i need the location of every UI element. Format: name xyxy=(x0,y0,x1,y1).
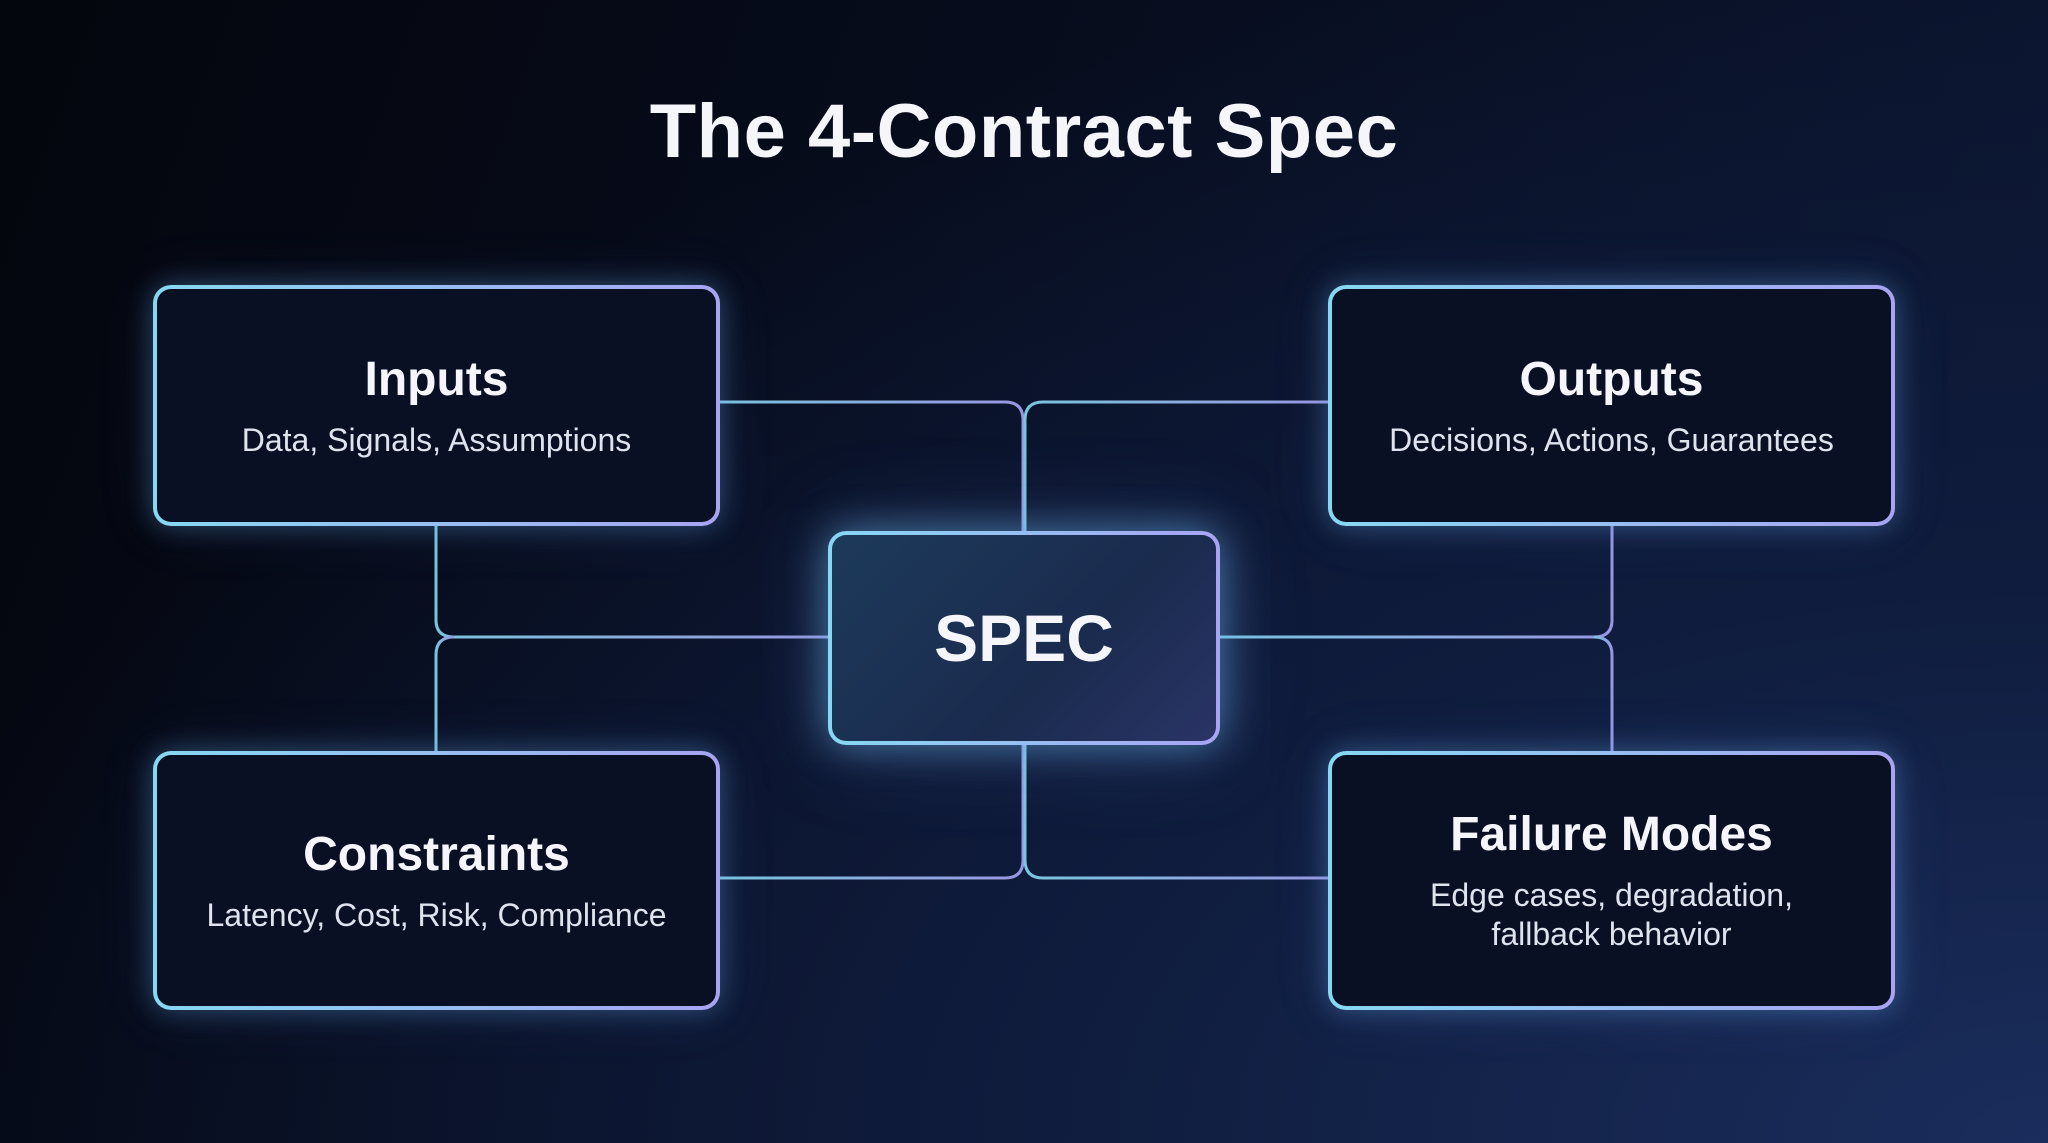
connector-inputs-spec-left xyxy=(434,526,828,639)
contract-card-constraints: Constraints Latency, Cost, Risk, Complia… xyxy=(153,751,720,1010)
card-title: Constraints xyxy=(303,827,570,881)
connector-constraints-spec-left xyxy=(434,635,455,751)
card-subtitle: Decisions, Actions, Guarantees xyxy=(1389,421,1834,458)
card-title: Failure Modes xyxy=(1450,808,1773,861)
contract-card-inputs: Inputs Data, Signals, Assumptions xyxy=(153,285,720,526)
connector-outputs-spec-right xyxy=(1219,526,1614,639)
connector-failure-spec-right xyxy=(1593,635,1614,751)
spec-label: SPEC xyxy=(934,601,1114,675)
connector-outputs-spec-top xyxy=(1023,400,1328,531)
card-subtitle: Latency, Cost, Risk, Compliance xyxy=(206,896,667,933)
card-subtitle: Data, Signals, Assumptions xyxy=(241,421,632,458)
connector-spec-failure-bottom xyxy=(1023,744,1328,880)
card-title: Outputs xyxy=(1519,352,1704,406)
contract-card-outputs: Outputs Decisions, Actions, Guarantees xyxy=(1328,285,1895,526)
spec-center-node: SPEC xyxy=(828,531,1220,745)
card-title: Inputs xyxy=(364,352,509,406)
card-subtitle-line2: fallback behavior xyxy=(1491,916,1732,952)
connector-inputs-spec-top xyxy=(720,400,1025,531)
diagram-title: The 4-Contract Spec xyxy=(649,89,1399,174)
card-subtitle: Edge cases, degradation, xyxy=(1430,877,1793,913)
contract-card-failure-modes: Failure Modes Edge cases, degradation, f… xyxy=(1328,751,1895,1010)
connector-spec-constraints-bottom xyxy=(720,744,1025,880)
